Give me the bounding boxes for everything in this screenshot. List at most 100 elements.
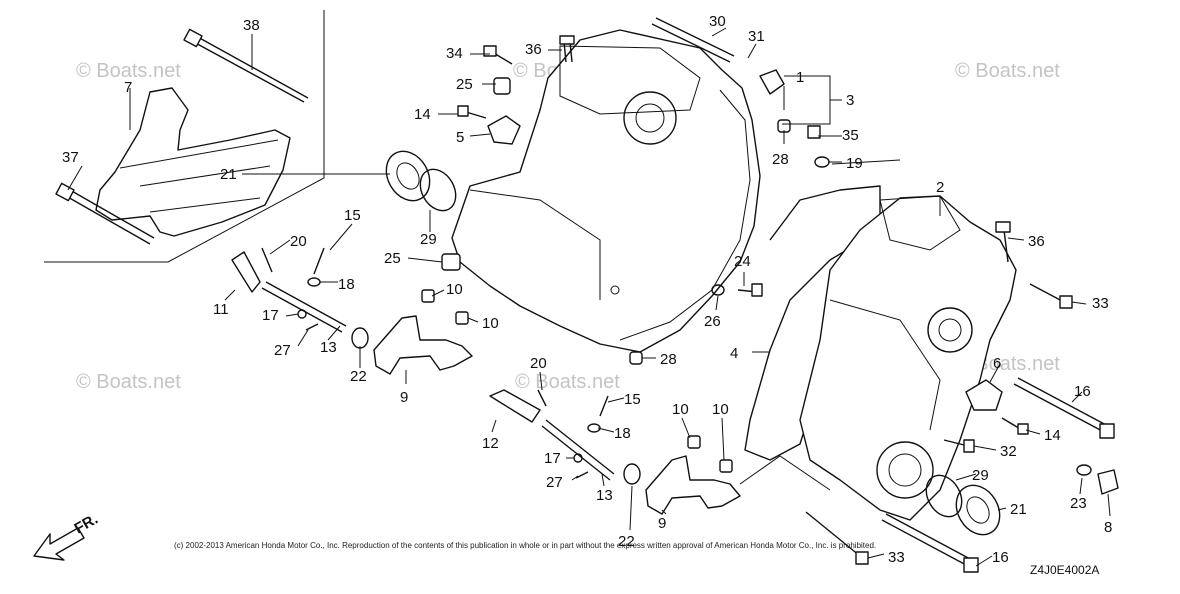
callout-14-upper: 14 (414, 106, 431, 123)
copyright-notice: (c) 2002-2013 American Honda Motor Co., … (174, 541, 876, 550)
washer-26 (711, 284, 725, 296)
bolt-33-lower (805, 511, 861, 557)
crankcase-left-bore-inner (635, 103, 665, 133)
slipper-10-a (421, 289, 435, 303)
mount-frame (95, 87, 291, 237)
callout-1: 1 (796, 69, 804, 86)
bracket-5 (487, 115, 521, 145)
callout-15-upper: 15 (344, 207, 361, 224)
callout-36-upper: 36 (525, 41, 542, 58)
bolt-36-upper (563, 41, 573, 63)
callout-11: 11 (213, 301, 229, 318)
clip-27-upper (305, 323, 319, 331)
watermark-top-left: © Boats.net (76, 60, 181, 82)
breather-fitting-1 (759, 69, 785, 95)
callout-34: 34 (446, 45, 463, 62)
callout-20-upper: 20 (290, 233, 307, 250)
callout-8: 8 (1104, 519, 1112, 536)
crankcase-left (451, 29, 761, 353)
bolt-36-lower-head (995, 221, 1011, 233)
lever-11-upper (231, 251, 261, 293)
callout-17-lower: 17 (544, 450, 561, 467)
callout-numbers: 38 7 37 30 31 1 3 34 36 25 14 5 21 29 25… (62, 13, 1112, 566)
bolt-24-head (751, 283, 763, 297)
washer-17-upper (297, 309, 307, 319)
callout-18-upper: 18 (338, 276, 355, 293)
callout-13-lower: 13 (596, 487, 613, 504)
cover-6 (965, 379, 1003, 411)
watermark-middle-left: © Boats.net (76, 371, 181, 393)
crankcase-right-top-flange (879, 195, 961, 251)
oil-seal-21-upper-inner (396, 162, 420, 190)
callout-37: 37 (62, 149, 79, 166)
long-bolt-37 (65, 189, 155, 245)
callout-14-lower: 14 (1044, 427, 1061, 444)
drain-plug-8 (1097, 469, 1119, 495)
crankcase-right-rib (829, 299, 941, 431)
watermark-middle-center: © Boats.net (515, 371, 620, 393)
callout-23: 23 (1070, 495, 1087, 512)
circlip-29-lower (925, 474, 963, 518)
inset-frame-group (44, 10, 325, 263)
callout-29-lower: 29 (972, 467, 989, 484)
small-parts (231, 17, 1119, 573)
bolt-33-upper-head (1059, 295, 1073, 309)
washer-23 (1076, 464, 1092, 476)
callout-21-upper: 21 (220, 166, 237, 183)
callout-24: 24 (734, 253, 751, 270)
callout-29-upper: 29 (420, 231, 437, 248)
bolt-14-upper (465, 111, 487, 119)
bolt-33-lower-head (855, 551, 869, 565)
callout-28-upper: 28 (772, 151, 789, 168)
bolt-35 (807, 125, 821, 139)
callout-18-lower: 18 (614, 425, 631, 442)
callout-10-c: 10 (672, 401, 689, 418)
crankcase-right-body (799, 195, 1017, 521)
pin-20-upper (261, 247, 273, 273)
crankcase-right-bearing-bore (876, 441, 934, 499)
washer-19 (814, 156, 830, 168)
shaft-13-lower (541, 419, 615, 481)
oil-seal-21-lower (955, 484, 1001, 536)
crankcase-right (799, 195, 1017, 521)
nut-25-lower (441, 253, 461, 271)
pin-20-lower (537, 389, 547, 407)
crankcase-right-bearing-inner (888, 453, 922, 487)
clip-27-lower (575, 471, 589, 479)
long-bolt-16-lower-head (963, 557, 979, 573)
callout-19: 19 (846, 155, 863, 172)
slipper-10-d (719, 459, 733, 473)
callout-17-upper: 17 (262, 307, 279, 324)
crankcase-left-top-flange (559, 45, 701, 115)
watermark-top-right: © Boats.net (955, 60, 1060, 82)
callout-5: 5 (456, 129, 464, 146)
callout-3: 3 (846, 92, 854, 109)
bolt-14-upper-head (457, 105, 469, 117)
bolt-15-lower (599, 395, 609, 417)
front-arrow-icon (33, 527, 85, 561)
leader-lines (67, 27, 1111, 567)
callout-38: 38 (243, 17, 260, 34)
bolt-36-upper-head (559, 35, 575, 45)
nut-25-upper (493, 77, 511, 95)
bolt-32-head (963, 439, 975, 453)
callout-22-upper: 22 (350, 368, 367, 385)
bolt-33-upper (1029, 283, 1065, 303)
long-bolt-16-upper-head (1099, 423, 1115, 439)
long-bolt-38 (189, 35, 309, 103)
crankcase-left-gasket-face (619, 89, 751, 341)
callout-32: 32 (1000, 443, 1017, 460)
slipper-10-b (455, 311, 469, 325)
callout-27-upper: 27 (274, 342, 291, 359)
clip-18-upper (307, 277, 321, 287)
crankcase-right-boss (927, 307, 973, 353)
callout-31: 31 (748, 28, 765, 45)
callout-13-upper: 13 (320, 339, 337, 356)
fork-9-upper (373, 315, 473, 375)
callout-10-b: 10 (482, 315, 499, 332)
nut-28-lower (629, 351, 643, 365)
slipper-10-c (687, 435, 701, 449)
oil-seal-21-lower-inner (966, 496, 990, 524)
